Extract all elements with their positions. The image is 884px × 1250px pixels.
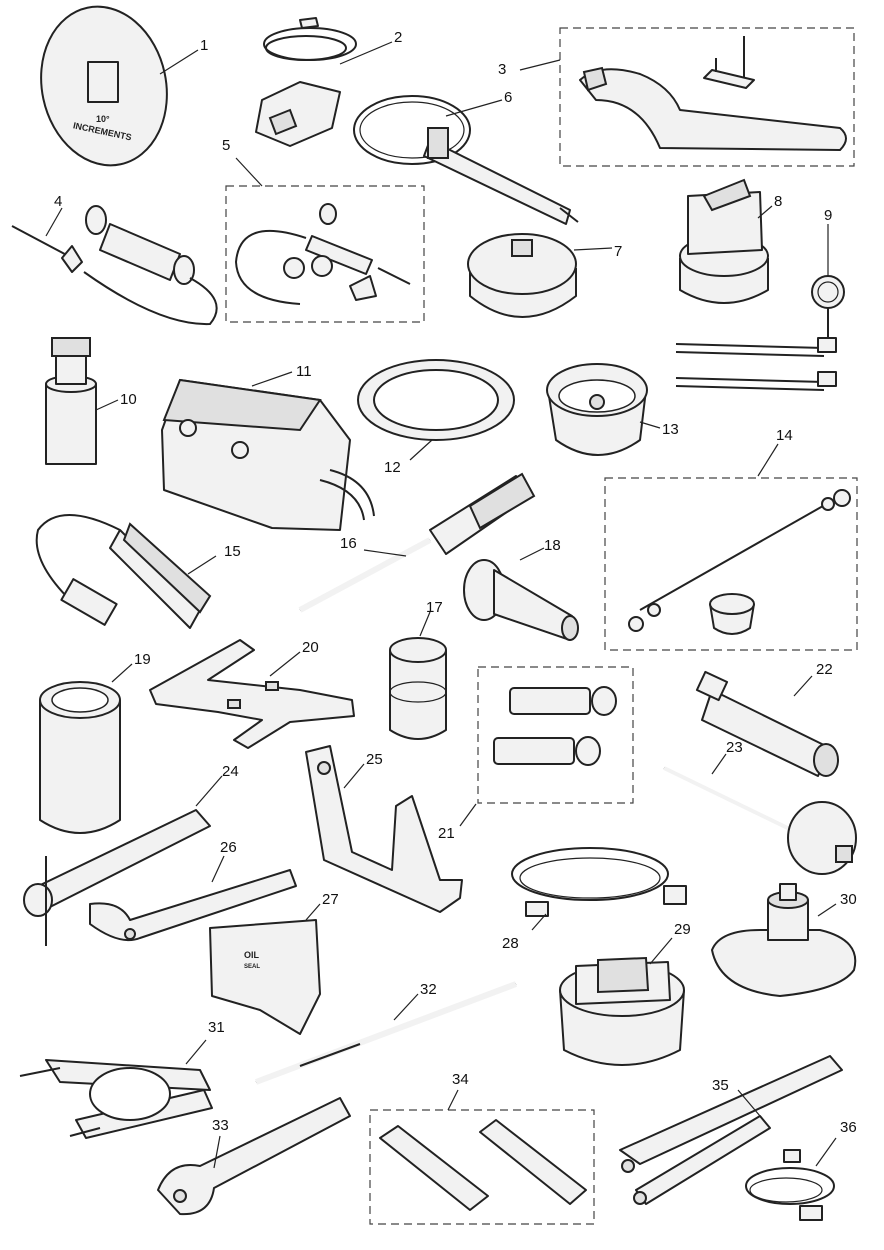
callout-20: 20 [302, 639, 319, 656]
callout-32: 32 [420, 981, 437, 998]
puller-shaft-23 [663, 766, 857, 875]
cup-adapter-tool [546, 363, 648, 456]
threaded-studs-21 [493, 686, 617, 766]
pressure-gauge-kit [675, 275, 845, 391]
callout-17: 17 [426, 599, 443, 616]
callout-2: 2 [394, 29, 403, 46]
callout-10: 10 [120, 391, 137, 408]
callout-21: 21 [438, 825, 455, 842]
callout-16: 16 [340, 535, 357, 552]
castle-socket-19 [39, 681, 121, 834]
group-box-3 [559, 27, 855, 167]
callout-24: 24 [222, 763, 239, 780]
socket-tool-8 [679, 178, 769, 304]
slide-hammer-22 [695, 670, 839, 777]
callout-7: 7 [614, 243, 623, 260]
seal-oil-text: OIL [244, 950, 260, 960]
callout-26: 26 [220, 839, 237, 856]
callout-31: 31 [208, 1019, 225, 1036]
callout-34: 34 [452, 1071, 469, 1088]
hex-socket-29 [559, 956, 685, 1066]
strap-wrench-tool [353, 95, 579, 225]
callout-6: 6 [504, 89, 513, 106]
callout-17-18: 18 [544, 537, 561, 554]
callout-15: 15 [224, 543, 241, 560]
callout-23: 23 [726, 739, 743, 756]
drift-bars-34 [379, 1119, 587, 1211]
degree-dial-tool: 10° INCREMENTS [40, 5, 168, 167]
threaded-rod-kit [628, 489, 851, 635]
oil-seal-protector: OIL SEAL [209, 919, 321, 1035]
callout-13: 13 [662, 421, 679, 438]
callout-29: 29 [674, 921, 691, 938]
t-handle-tool-24 [23, 809, 211, 946]
callout-25: 25 [366, 751, 383, 768]
callout-11: 11 [296, 363, 312, 380]
callout-4: 4 [54, 193, 63, 210]
pin-spanner-33 [157, 1097, 351, 1216]
adjustable-spanner-35 [619, 1055, 843, 1205]
callout-5: 5 [222, 137, 231, 154]
group-box-14 [604, 477, 858, 651]
bearing-separator-31 [19, 1059, 213, 1139]
callout-14: 14 [776, 427, 793, 444]
cable-lead-36 [745, 1149, 835, 1221]
hook-spanner-26 [89, 869, 297, 942]
callout-12: 12 [384, 459, 401, 476]
drift-tool-16 [298, 472, 536, 613]
callout-30: 30 [840, 891, 857, 908]
cap-adapter-30 [711, 883, 857, 997]
drift-tool-32 [254, 981, 518, 1085]
group-box-34 [369, 1109, 595, 1225]
syringe-kit-5 [234, 203, 411, 305]
c-spanner-tool [579, 36, 847, 151]
group-box-5 [225, 185, 425, 323]
cable-harness-28 [511, 847, 687, 917]
callout-27: 27 [322, 891, 339, 908]
stepped-adapter-18 [463, 559, 579, 641]
diagnostic-interface-cable [255, 17, 357, 147]
seal-seal-text: SEAL [244, 964, 260, 970]
callout-3: 3 [498, 61, 507, 78]
puller-tool-10 [45, 337, 97, 465]
callout-8: 8 [774, 193, 783, 210]
dial-degrees: 10° [96, 114, 110, 124]
holding-plate-20 [149, 639, 355, 749]
clutch-ring-tool [357, 359, 515, 441]
callout-36: 36 [840, 1119, 857, 1136]
group-box-21 [477, 666, 634, 804]
callout-19: 19 [134, 651, 151, 668]
support-bracket-25 [305, 745, 463, 913]
callout-22: 22 [816, 661, 833, 678]
oil-filter-wrench [467, 233, 577, 318]
battery-charger [161, 378, 375, 531]
callout-1: 1 [200, 37, 209, 54]
syringe-tool-4 [11, 205, 218, 326]
callout-35: 35 [712, 1077, 729, 1094]
callout-28: 28 [502, 935, 519, 952]
hose-clamp-pliers [35, 514, 212, 629]
callout-33: 33 [212, 1117, 229, 1134]
sleeve-tool-17 [389, 637, 447, 740]
callout-9: 9 [824, 207, 833, 224]
